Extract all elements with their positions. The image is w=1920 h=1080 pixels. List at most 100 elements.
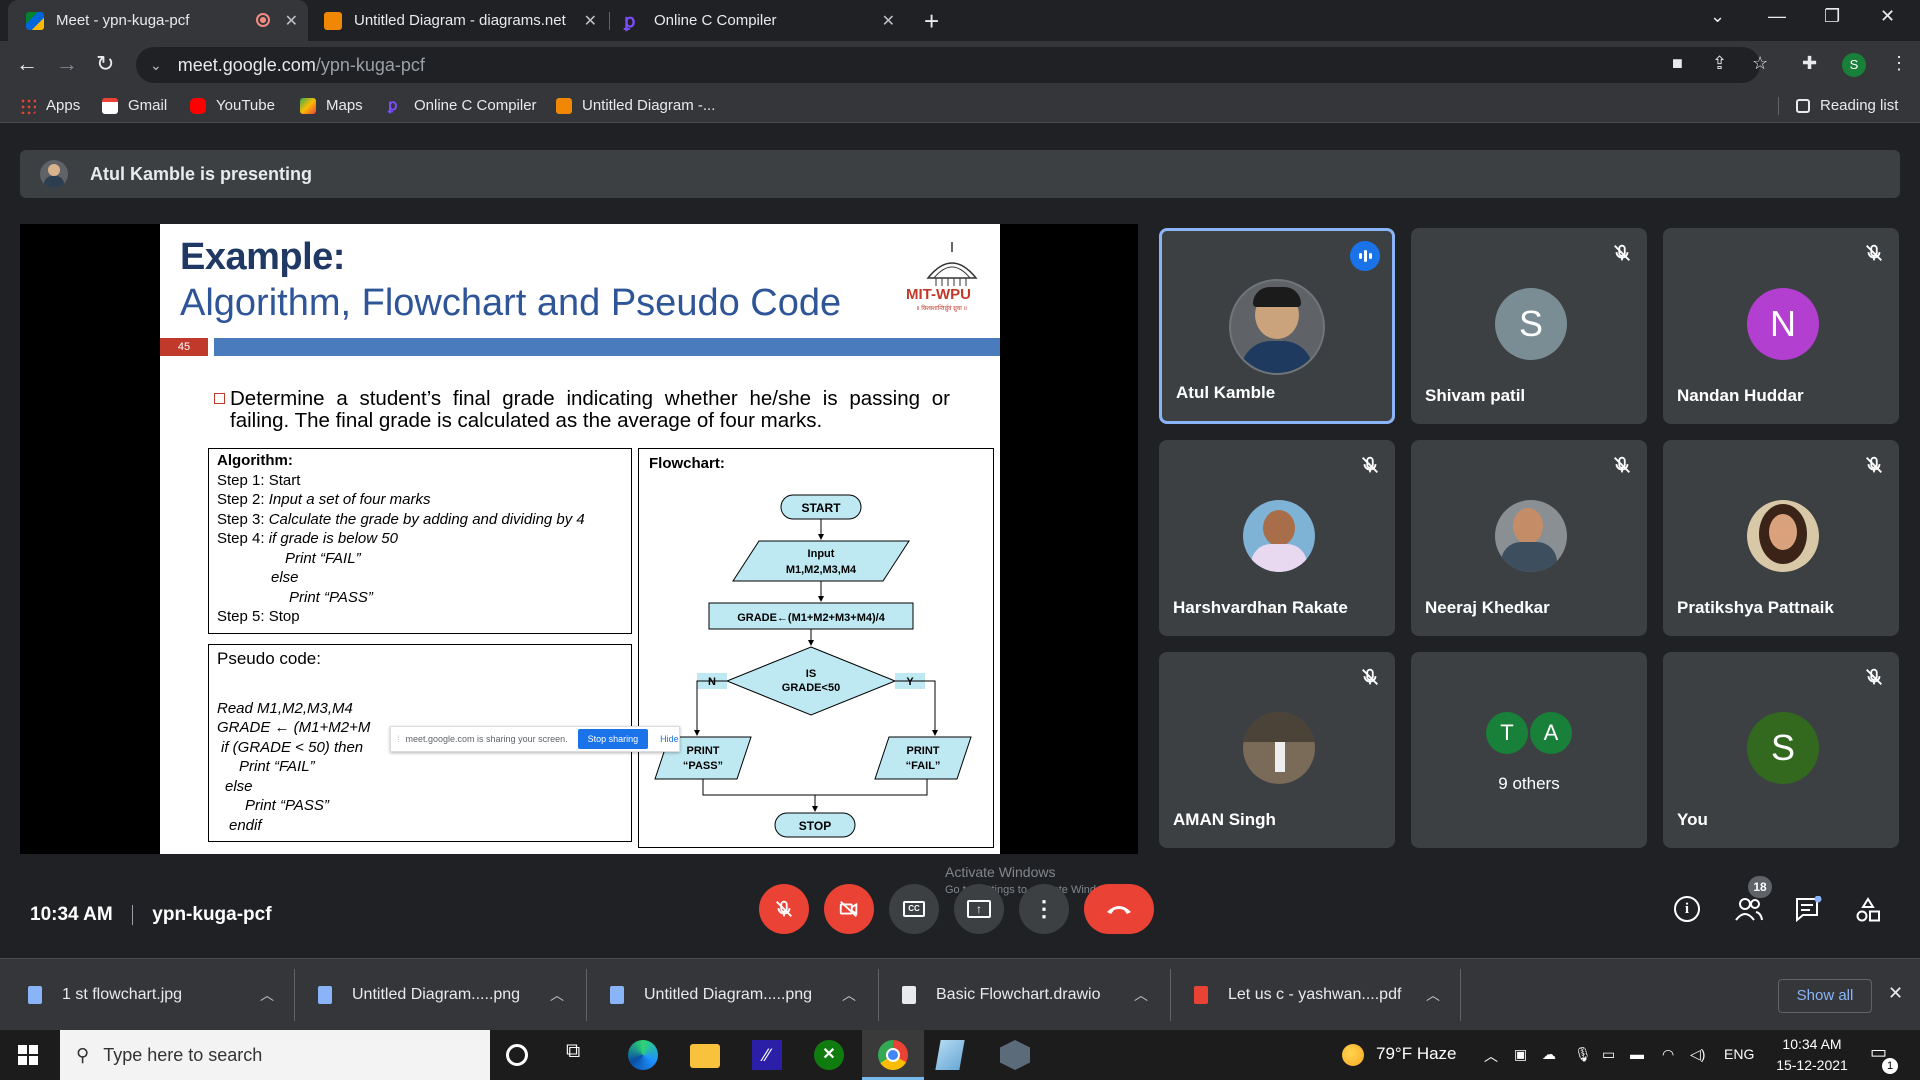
- close-tab-icon[interactable]: ✕: [881, 13, 895, 30]
- download-item[interactable]: Basic Flowchart.drawio ︿: [902, 959, 1168, 1031]
- participant-tile[interactable]: Neeraj Khedkar: [1411, 440, 1647, 636]
- tab-online-c-compiler[interactable]: ꝑ Online C Compiler ✕: [610, 0, 905, 41]
- cortana-icon[interactable]: [506, 1044, 528, 1066]
- leave-call-button[interactable]: [1084, 884, 1154, 934]
- participant-tile[interactable]: AMAN Singh: [1159, 652, 1395, 848]
- task-view-icon[interactable]: ⧉: [566, 1040, 581, 1062]
- participant-tile[interactable]: S Shivam patil: [1411, 228, 1647, 424]
- camera-icon[interactable]: ■: [1672, 53, 1683, 73]
- camera-toggle[interactable]: [824, 884, 874, 934]
- edge-icon[interactable]: [628, 1040, 658, 1070]
- logo-motto: ॥ विश्वशान्तिर्ध्रुवं ध्रुवा ॥: [916, 306, 968, 312]
- activate-windows-watermark: Activate Windows: [945, 864, 1056, 880]
- download-item[interactable]: Let us c - yashwan....pdf ︿: [1194, 959, 1460, 1031]
- chevron-up-icon[interactable]: ︿: [1426, 987, 1440, 1003]
- share-icon[interactable]: ⇪: [1712, 53, 1728, 73]
- address-bar[interactable]: ⌄ meet.google.com/ypn-kuga-pcf: [136, 47, 1760, 83]
- profile-avatar[interactable]: S: [1842, 53, 1866, 77]
- participant-avatar: S: [1495, 288, 1567, 360]
- notifications-icon[interactable]: ▭: [1870, 1042, 1888, 1062]
- download-item[interactable]: 1 st flowchart.jpg ︿: [28, 959, 294, 1031]
- present-icon: ↑: [967, 900, 991, 918]
- language-indicator[interactable]: ENG: [1724, 1046, 1755, 1062]
- close-window-icon[interactable]: ✕: [1880, 6, 1896, 26]
- bookmark-untitled-diagram[interactable]: Untitled Diagram -...: [556, 97, 715, 114]
- bookmark-star-icon[interactable]: ☆: [1752, 53, 1769, 73]
- presenter-avatar: [40, 160, 68, 188]
- weather-icon[interactable]: [1342, 1044, 1364, 1066]
- visual-studio-icon[interactable]: ∕∕: [752, 1040, 782, 1070]
- tab-search-icon[interactable]: ⌄: [1710, 6, 1726, 26]
- bookmark-apps[interactable]: Apps: [20, 97, 80, 114]
- close-tab-icon[interactable]: ✕: [284, 13, 298, 30]
- reading-list[interactable]: Reading list: [1796, 97, 1898, 114]
- drag-handle-icon[interactable]: ⁞: [397, 734, 400, 744]
- tab-diagrams[interactable]: Untitled Diagram - diagrams.net ✕: [312, 0, 607, 41]
- menu-icon[interactable]: ⋮: [1890, 53, 1908, 73]
- volume-icon[interactable]: ◁): [1690, 1046, 1706, 1062]
- tab-meet[interactable]: Meet - ypn-kuga-pcf ✕: [8, 0, 308, 41]
- close-tab-icon[interactable]: ✕: [583, 13, 597, 30]
- people-button[interactable]: 18: [1734, 876, 1772, 927]
- participant-tile[interactable]: Atul Kamble: [1159, 228, 1395, 424]
- chevron-up-icon[interactable]: ︿: [260, 987, 274, 1003]
- microphone-toggle[interactable]: [759, 884, 809, 934]
- reading-list-icon: [1796, 98, 1810, 113]
- activities-button[interactable]: [1854, 896, 1882, 929]
- present-now-button[interactable]: ↑: [954, 884, 1004, 934]
- bookmark-maps[interactable]: Maps: [300, 97, 363, 114]
- onedrive-icon[interactable]: ☁: [1542, 1046, 1556, 1062]
- share-popup-text: meet.google.com is sharing your screen.: [405, 734, 568, 744]
- participant-avatar: T: [1486, 712, 1528, 754]
- pseudo-line: endif: [229, 816, 262, 834]
- notes-app-icon[interactable]: [935, 1040, 965, 1070]
- chevron-up-icon[interactable]: ︿: [1134, 987, 1148, 1003]
- meeting-details-button[interactable]: i: [1674, 896, 1700, 922]
- back-icon[interactable]: ←: [16, 51, 38, 76]
- document-file-icon: [902, 986, 916, 1004]
- file-explorer-icon[interactable]: [690, 1044, 720, 1068]
- participant-tile-self[interactable]: S You: [1663, 652, 1899, 848]
- close-downloads-icon[interactable]: ✕: [1888, 983, 1904, 1003]
- reload-icon[interactable]: ↻: [96, 51, 115, 76]
- forward-icon[interactable]: →: [56, 51, 78, 76]
- display-icon[interactable]: ▭: [1602, 1046, 1616, 1062]
- participant-tile[interactable]: Pratikshya Pattnaik: [1663, 440, 1899, 636]
- bookmark-gmail[interactable]: Gmail: [102, 97, 167, 114]
- chat-icon: [1796, 895, 1822, 923]
- download-item[interactable]: Untitled Diagram.....png ︿: [318, 959, 584, 1031]
- taskbar-clock[interactable]: 10:34 AM 15-12-2021: [1772, 1034, 1852, 1076]
- chat-button[interactable]: [1794, 895, 1822, 927]
- stop-sharing-button[interactable]: Stop sharing: [577, 729, 649, 749]
- participant-tile[interactable]: N Nandan Huddar: [1663, 228, 1899, 424]
- download-filename: Untitled Diagram.....png: [352, 986, 521, 1003]
- bookmark-youtube[interactable]: YouTube: [190, 97, 275, 114]
- new-tab-icon[interactable]: +: [924, 6, 940, 36]
- show-hidden-icons-icon[interactable]: ︿: [1484, 1048, 1498, 1064]
- xbox-icon[interactable]: ✕: [814, 1040, 844, 1070]
- download-item[interactable]: Untitled Diagram.....png ︿: [610, 959, 876, 1031]
- show-all-button[interactable]: Show all: [1778, 979, 1872, 1013]
- chrome-taskbar-button[interactable]: [862, 1030, 924, 1080]
- wifi-icon[interactable]: ◠: [1662, 1046, 1675, 1062]
- chevron-up-icon[interactable]: ︿: [550, 987, 564, 1003]
- weather-text[interactable]: 79°F Haze: [1376, 1044, 1457, 1063]
- chevron-up-icon[interactable]: ︿: [842, 987, 856, 1003]
- taskbar-search-box[interactable]: ⚲ Type here to search: [60, 1030, 490, 1080]
- battery-icon[interactable]: ▬: [1630, 1046, 1644, 1062]
- cube-app-icon[interactable]: [1000, 1040, 1030, 1070]
- meet-tray-icon[interactable]: ▣: [1514, 1046, 1528, 1062]
- maximize-icon[interactable]: ❐: [1824, 6, 1841, 26]
- site-info-icon[interactable]: ⌄: [150, 56, 162, 73]
- hide-button[interactable]: Hide: [660, 734, 679, 744]
- participant-tile[interactable]: Harshvardhan Rakate: [1159, 440, 1395, 636]
- windows-start-icon[interactable]: [18, 1045, 38, 1065]
- more-options-button[interactable]: ⋮: [1019, 884, 1069, 934]
- captions-button[interactable]: CC: [889, 884, 939, 934]
- participant-tile-others[interactable]: T A 9 others: [1411, 652, 1647, 848]
- microphone-tray-icon[interactable]: 🎙: [1574, 1046, 1592, 1062]
- browser-toolbar: ← → ↻ ⌄ meet.google.com/ypn-kuga-pcf ■ ⇪…: [0, 41, 1920, 89]
- minimize-icon[interactable]: —: [1768, 6, 1786, 26]
- extensions-icon[interactable]: ✚: [1802, 53, 1818, 73]
